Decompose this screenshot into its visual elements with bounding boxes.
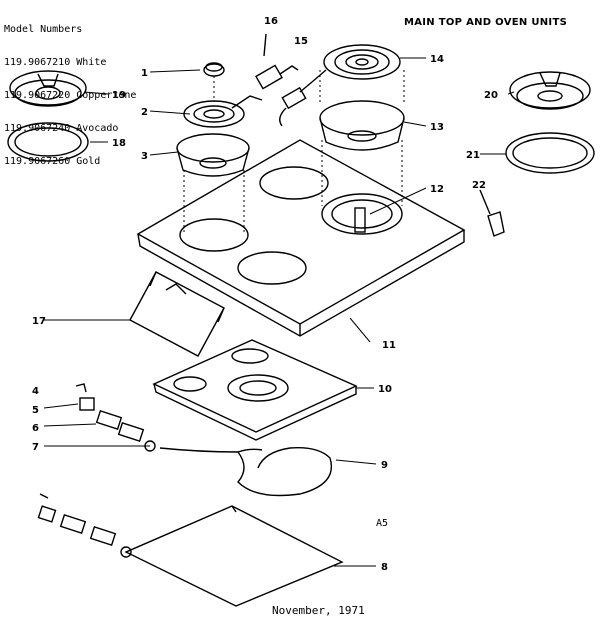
model-line-gold: 119.9067260 Gold	[4, 156, 101, 167]
callout-8: 8	[381, 562, 388, 573]
callout-11: 11	[382, 340, 396, 351]
bake-element	[159, 447, 332, 497]
leader-lines	[43, 57, 515, 567]
callout-19: 19	[112, 90, 126, 101]
trim-ring-left	[7, 122, 89, 162]
oven-element-plate	[152, 339, 358, 441]
callout-17: 17	[32, 316, 46, 327]
callout-5: 5	[32, 405, 39, 416]
callout-14: 14	[430, 54, 444, 65]
callout-numbers: 1 2 3 4 5 6 7 8 9 10 11 12 13 14 15 16 1…	[32, 16, 498, 573]
callout-9: 9	[381, 460, 388, 471]
callout-2: 2	[141, 107, 148, 118]
drip-pan-right	[319, 100, 405, 151]
callout-22: 22	[472, 180, 486, 191]
plate-code: A5	[376, 518, 389, 529]
trim-ring-right	[505, 132, 595, 174]
callout-20: 20	[484, 90, 498, 101]
callout-16: 16	[264, 16, 278, 27]
terminal-block	[255, 33, 307, 127]
callout-13: 13	[430, 122, 444, 133]
callout-4: 4	[32, 386, 39, 397]
drip-pan-left	[176, 133, 250, 177]
callout-10: 10	[378, 384, 392, 395]
knob-part	[203, 62, 225, 77]
surface-element-large	[299, 44, 401, 93]
model-numbers-heading: Model Numbers	[4, 24, 83, 35]
drip-pan-right-small	[509, 71, 591, 110]
footer-date: November, 1971	[272, 604, 365, 617]
alignment-lines	[183, 70, 405, 232]
model-line-white: 119.9067210 White	[4, 57, 107, 68]
small-parts-upper	[75, 383, 156, 452]
callout-6: 6	[32, 423, 39, 434]
callout-15: 15	[294, 36, 308, 47]
callout-21: 21	[466, 150, 480, 161]
front-bracket	[129, 271, 225, 357]
diagram-title: MAIN TOP AND OVEN UNITS	[404, 17, 568, 28]
callout-1: 1	[141, 68, 148, 79]
surface-element-small	[183, 95, 263, 128]
callout-12: 12	[430, 184, 444, 195]
main-cooktop	[136, 139, 466, 337]
broil-element	[124, 505, 344, 607]
callout-7: 7	[32, 442, 39, 453]
clip-part	[479, 189, 505, 237]
callout-3: 3	[141, 151, 148, 162]
callout-18: 18	[112, 138, 126, 149]
small-parts-lower	[37, 493, 132, 558]
drip-pan-left-small	[9, 70, 87, 107]
